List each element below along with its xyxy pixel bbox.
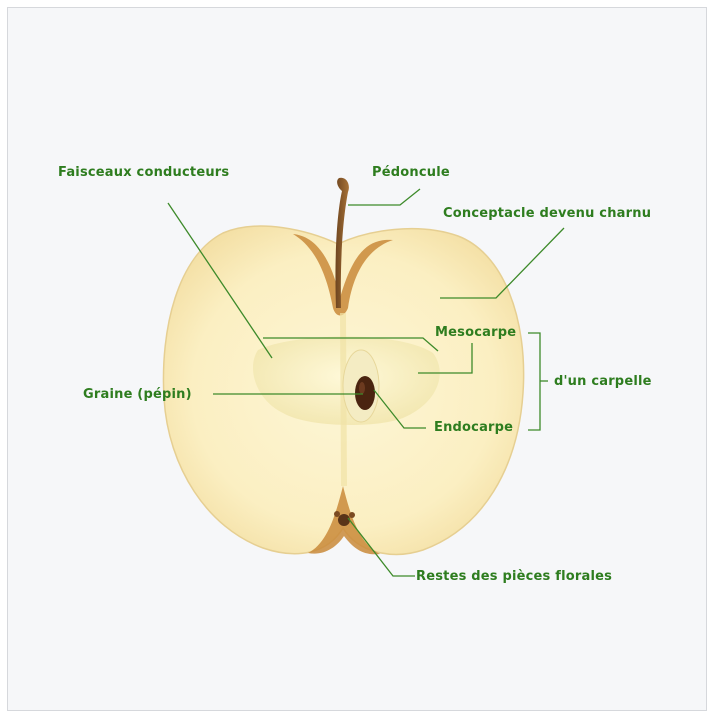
label-faisceaux-conducteurs: Faisceaux conducteurs: [58, 165, 229, 180]
label-carpelle: d'un carpelle: [554, 374, 652, 389]
seed: [355, 376, 375, 410]
leader-pedoncule: [348, 189, 420, 205]
apple-illustration: [163, 178, 523, 555]
carpelle-bracket: [528, 333, 540, 430]
label-mesocarpe: Mesocarpe: [435, 325, 516, 340]
label-endocarpe: Endocarpe: [434, 420, 513, 435]
diagram-frame: Faisceaux conducteurs Pédoncule Concepta…: [7, 7, 707, 711]
label-restes-pieces-florales: Restes des pièces florales: [416, 569, 612, 584]
label-pedoncule: Pédoncule: [372, 165, 450, 180]
label-conceptacle: Conceptacle devenu charnu: [443, 206, 651, 221]
apple-cross-section-diagram: Faisceaux conducteurs Pédoncule Concepta…: [8, 8, 708, 712]
label-graine: Graine (pépin): [83, 387, 192, 402]
